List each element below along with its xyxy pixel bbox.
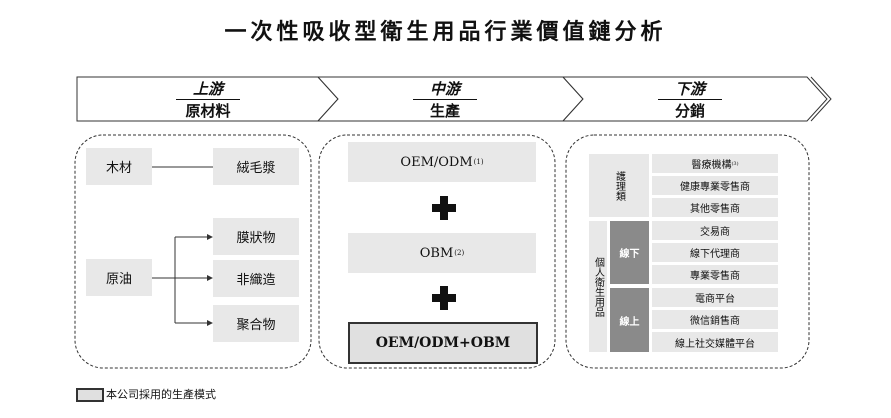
arrowhead-nonwoven (207, 275, 213, 281)
node-fluff-pulp: 絨毛漿 (213, 148, 299, 185)
node-film: 膜狀物 (213, 218, 299, 255)
care-item-health-retail: 健康專業零售商 (652, 176, 778, 195)
care-label: 護理類 (589, 154, 649, 217)
online-item-ecommerce: 電商平台 (652, 288, 778, 307)
care-item-other-retail: 其他零售商 (652, 198, 778, 217)
stage-upstream-en: 上游 (192, 80, 223, 98)
panel-midstream (318, 134, 556, 369)
care-item-note: (3) (731, 160, 739, 167)
stage-downstream-cn: 分銷 (674, 102, 705, 120)
oem-odm-label: OEM/ODM (400, 154, 473, 170)
care-item-medical-label: 醫療機構 (691, 160, 732, 171)
oem-odm-note: (1) (473, 158, 484, 166)
node-wood: 木材 (86, 148, 152, 185)
offline-item-agent: 線下代理商 (652, 243, 778, 262)
node-crude-oil: 原油 (86, 259, 152, 296)
stage-upstream: 上游 原材料 (148, 80, 268, 120)
legend-swatch (76, 388, 104, 402)
care-item-medical: 醫療機構(3) (652, 154, 778, 173)
offline-item-dealer: 交易商 (652, 221, 778, 240)
arrowhead-film (207, 234, 213, 240)
obm-note: (2) (454, 249, 465, 257)
panel-downstream (565, 134, 810, 369)
online-item-social-media: 線上社交媒體平台 (652, 332, 778, 352)
node-obm: OBM(2) (348, 233, 536, 273)
panel-upstream (74, 134, 312, 369)
legend-text: 本公司採用的生產模式 (106, 388, 216, 401)
stage-downstream-en: 下游 (674, 80, 705, 98)
stage-upstream-cn: 原材料 (185, 102, 231, 120)
personal-hygiene-label: 個人衛生用品 (589, 221, 607, 352)
plus-icon (432, 196, 456, 220)
node-nonwoven: 非織造 (213, 260, 299, 297)
online-item-wechat: 微信銷售商 (652, 310, 778, 329)
page-title: 一次性吸收型衛生用品行業價值鏈分析 (224, 19, 667, 45)
online-label: 線上 (610, 288, 649, 352)
arrowhead-polymer (207, 320, 213, 326)
offline-item-specialty-retail: 專業零售商 (652, 265, 778, 284)
stage-midstream-en: 中游 (429, 80, 460, 98)
offline-label: 線下 (610, 221, 649, 284)
stage-downstream: 下游 分銷 (630, 80, 750, 120)
stage-midstream: 中游 生產 (385, 80, 505, 120)
node-polymer: 聚合物 (213, 305, 299, 342)
stage-midstream-cn: 生產 (429, 102, 460, 120)
node-oem-odm: OEM/ODM(1) (348, 142, 536, 182)
node-oem-odm-obm: OEM/ODM+OBM (348, 322, 538, 364)
obm-label: OBM (419, 245, 454, 261)
plus-icon (432, 286, 456, 310)
